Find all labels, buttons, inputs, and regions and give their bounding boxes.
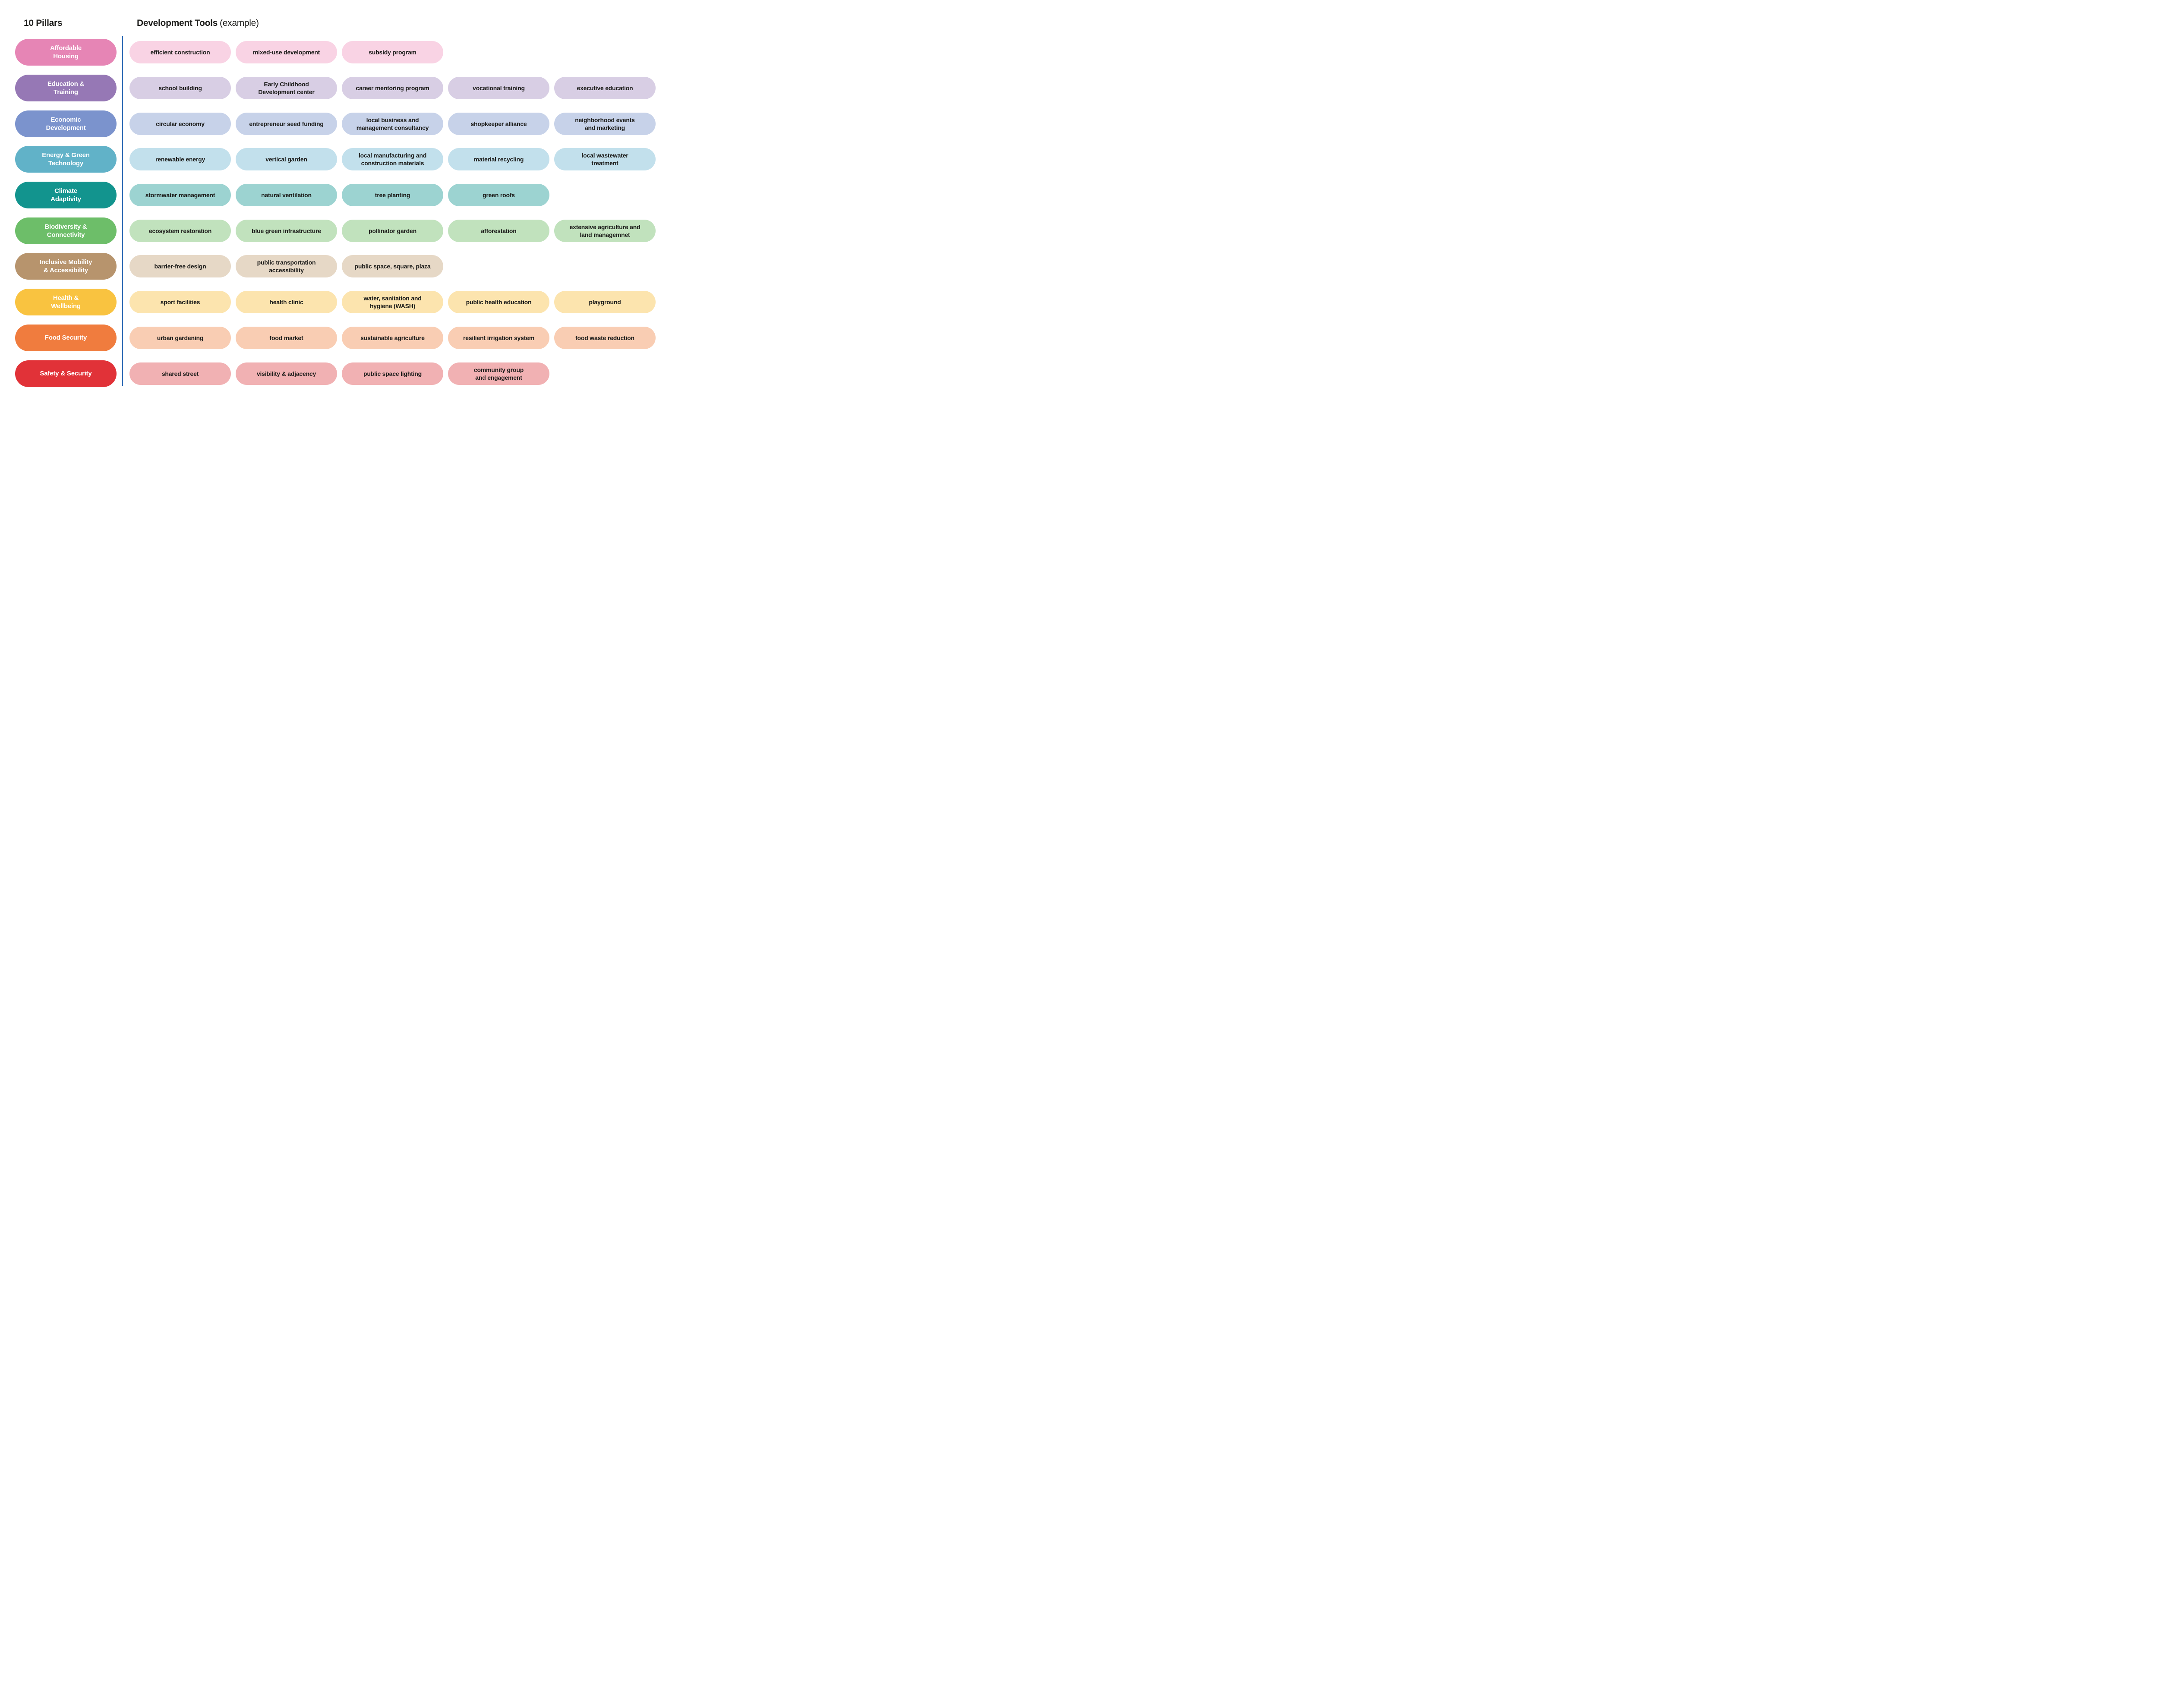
pillar-education-training: Education & Training: [15, 75, 117, 102]
tool-resilient-irrigation-system: resilient irrigation system: [448, 326, 549, 349]
tool-efficient-construction: efficient construction: [129, 41, 231, 64]
tool-barrier-free-design: barrier-free design: [129, 255, 231, 278]
tool-school-building: school building: [129, 77, 231, 100]
tool-blue-green-infrastructure: blue green infrastructure: [236, 219, 337, 242]
row-inclusive-mobility-accessibility: Inclusive Mobility & Accessibility barrie…: [15, 249, 677, 284]
row-energy-green-technology: Energy & Green Technology renewable energ…: [15, 142, 677, 177]
tool-local-wastewater-treatment: local wastewater treatment: [554, 148, 656, 171]
tool-subsidy-program: subsidy program: [342, 41, 443, 64]
left-column-title: 10 Pillars: [24, 18, 63, 28]
tool-community-group-and-engagement: community group and engagement: [448, 362, 549, 385]
tool-afforestation: afforestation: [448, 219, 549, 242]
tool-ecosystem-restoration: ecosystem restoration: [129, 219, 231, 242]
tool-public-transportation-accessibility: public transportation accessibility: [236, 255, 337, 278]
pillar-energy-green-technology: Energy & Green Technology: [15, 146, 117, 173]
tool-food-waste-reduction: food waste reduction: [554, 326, 656, 349]
tool-local-manufacturing-and-construction-materials: local manufacturing and construction mat…: [342, 148, 443, 171]
tool-tree-planting: tree planting: [342, 184, 443, 207]
pillar-economic-development: Economic Development: [15, 110, 117, 137]
right-column-title: Development Tools(example): [137, 18, 259, 28]
right-title-main: Development Tools: [137, 18, 218, 28]
right-title-note: (example): [220, 18, 259, 28]
tool-neighborhood-events-and-marketing: neighborhood events and marketing: [554, 112, 656, 135]
pillar-affordable-housing: Affordable Housing: [15, 39, 117, 66]
tool-visibility-adjacency: visibility & adjacency: [236, 362, 337, 385]
tool-public-space-square-plaza: public space, square, plaza: [342, 255, 443, 278]
tool-stormwater-management: stormwater management: [129, 184, 231, 207]
row-affordable-housing: Affordable Housing efficient construction…: [15, 35, 677, 70]
tool-public-health-education: public health education: [448, 291, 549, 314]
tool-local-business-and-management-consultancy: local business and management consultanc…: [342, 112, 443, 135]
divider-line: [122, 36, 123, 386]
tool-shared-street: shared street: [129, 362, 231, 385]
row-biodiversity-connectivity: Biodiversity & Connectivity ecosystem res…: [15, 213, 677, 249]
tool-pollinator-garden: pollinator garden: [342, 219, 443, 242]
tool-sport-facilities: sport facilities: [129, 291, 231, 314]
tool-entrepreneur-seed-funding: entrepreneur seed funding: [236, 112, 337, 135]
tool-food-market: food market: [236, 326, 337, 349]
tool-water-sanitation-and-hygiene-wash: water, sanitation and hygiene (WASH): [342, 291, 443, 314]
tool-circular-economy: circular economy: [129, 112, 231, 135]
tool-extensive-agriculture-and-land-managemnet: extensive agriculture and land managemne…: [554, 219, 656, 242]
pillar-food-security: Food Security: [15, 324, 117, 351]
tool-urban-gardening: urban gardening: [129, 326, 231, 349]
tool-mixed-use-development: mixed-use development: [236, 41, 337, 64]
tool-executive-education: executive education: [554, 77, 656, 100]
tool-sustainable-agriculture: sustainable agriculture: [342, 326, 443, 349]
tool-early-childhood-development-center: Early Childhood Development center: [236, 77, 337, 100]
tool-career-mentoring-program: career mentoring program: [342, 77, 443, 100]
pillar-inclusive-mobility-accessibility: Inclusive Mobility & Accessibility: [15, 253, 117, 280]
tool-public-space-lighting: public space lighting: [342, 362, 443, 385]
pillar-rows: Affordable Housing efficient construction…: [15, 35, 677, 391]
pillar-climate-adaptivity: Climate Adaptivity: [15, 182, 117, 209]
tool-natural-ventilation: natural ventilation: [236, 184, 337, 207]
canvas: 10 Pillars Development Tools(example) Af…: [0, 0, 677, 407]
tool-playground: playground: [554, 291, 656, 314]
pillar-biodiversity-connectivity: Biodiversity & Connectivity: [15, 217, 117, 244]
tool-vertical-garden: vertical garden: [236, 148, 337, 171]
pillar-safety-security: Safety & Security: [15, 360, 117, 387]
tool-renewable-energy: renewable energy: [129, 148, 231, 171]
tool-shopkeeper-alliance: shopkeeper alliance: [448, 112, 549, 135]
tool-health-clinic: health clinic: [236, 291, 337, 314]
tool-material-recycling: material recycling: [448, 148, 549, 171]
tool-vocational-training: vocational training: [448, 77, 549, 100]
tool-green-roofs: green roofs: [448, 184, 549, 207]
pillar-health-wellbeing: Health & Wellbeing: [15, 289, 117, 316]
